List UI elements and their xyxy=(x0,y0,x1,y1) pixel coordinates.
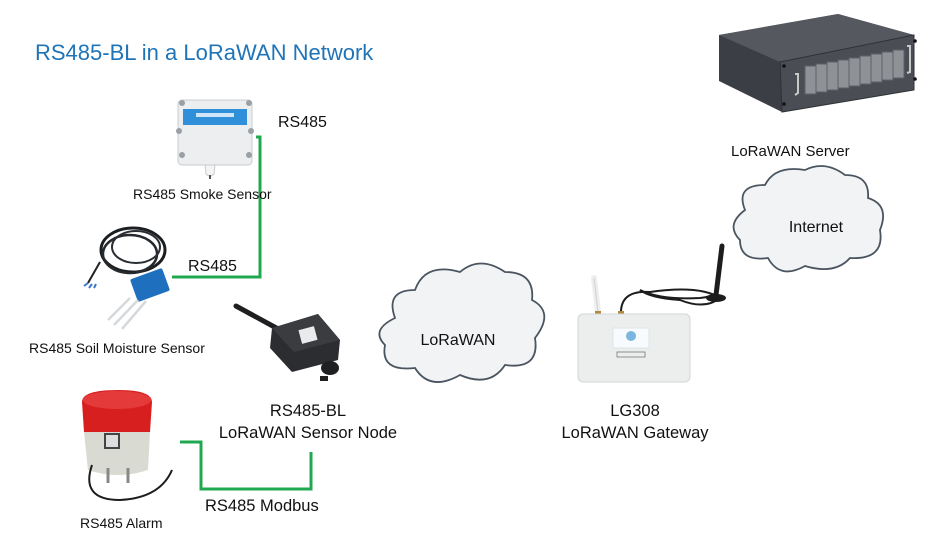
sensor-node-type: LoRaWAN Sensor Node xyxy=(218,424,398,442)
soil-link-label: RS485 xyxy=(188,258,237,275)
alarm-beacon-icon xyxy=(82,390,173,502)
lorawan-cloud-label: LoRaWAN xyxy=(421,332,496,349)
internet-cloud: Internet xyxy=(732,165,884,273)
diagram-title: RS485-BL in a LoRaWAN Network xyxy=(35,40,374,65)
server-label: LoRaWAN Server xyxy=(731,143,850,160)
alarm-connection-line xyxy=(180,440,313,491)
sensor-node-label: RS485-BL LoRaWAN Sensor Node xyxy=(208,400,408,444)
gateway-model: LG308 xyxy=(610,402,660,420)
rack-server-icon xyxy=(719,14,917,113)
smoke-sensor-label: RS485 Smoke Sensor xyxy=(133,186,272,202)
smoke-soil-connection-line xyxy=(172,135,262,279)
gateway-icon xyxy=(577,243,726,383)
internet-cloud-label: Internet xyxy=(789,219,844,236)
lorawan-cloud: LoRaWAN xyxy=(378,262,546,383)
gateway-type: LoRaWAN Gateway xyxy=(561,424,709,442)
smoke-link-label: RS485 xyxy=(278,114,327,131)
alarm-link-label: RS485 Modbus xyxy=(205,497,319,515)
soil-sensor-label: RS485 Soil Moisture Sensor xyxy=(29,340,205,356)
gateway-label: LG308 LoRaWAN Gateway xyxy=(555,400,715,444)
soil-moisture-sensor-icon xyxy=(83,226,170,330)
sensor-node-icon xyxy=(233,303,340,381)
smoke-sensor-icon xyxy=(176,99,254,179)
alarm-label: RS485 Alarm xyxy=(80,515,163,531)
sensor-node-model: RS485-BL xyxy=(269,402,347,420)
